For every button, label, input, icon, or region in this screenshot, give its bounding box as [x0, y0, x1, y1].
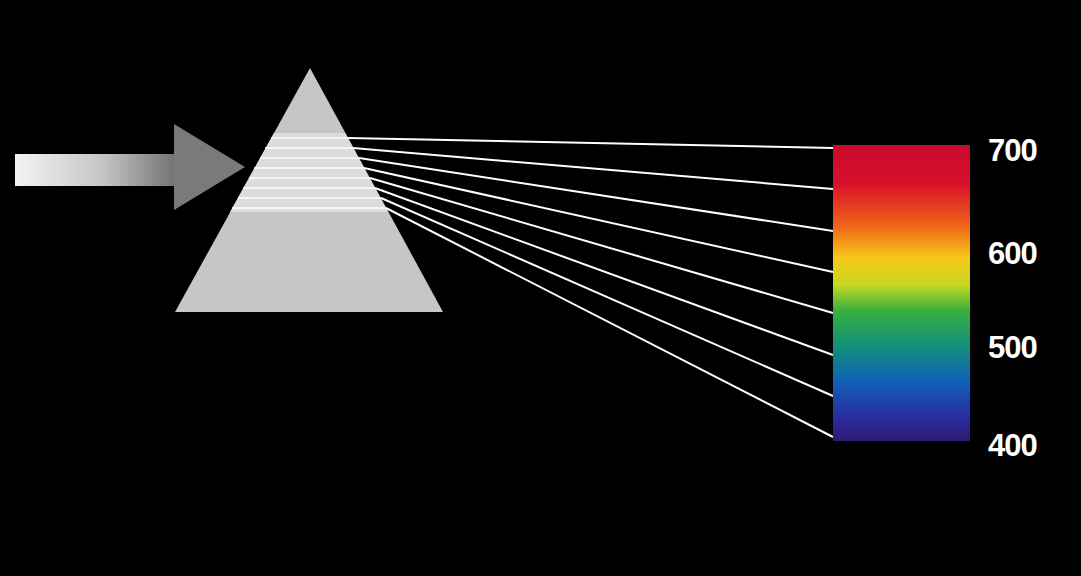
- scale-label: 600: [988, 238, 1037, 269]
- light-arrow: [15, 124, 245, 210]
- spectrum-bar: [833, 145, 970, 441]
- scale-label: 700: [988, 135, 1037, 166]
- prism: [175, 68, 443, 312]
- light-rays: [348, 138, 833, 437]
- scale-label: 500: [988, 332, 1037, 363]
- scale-label: 400: [988, 430, 1037, 461]
